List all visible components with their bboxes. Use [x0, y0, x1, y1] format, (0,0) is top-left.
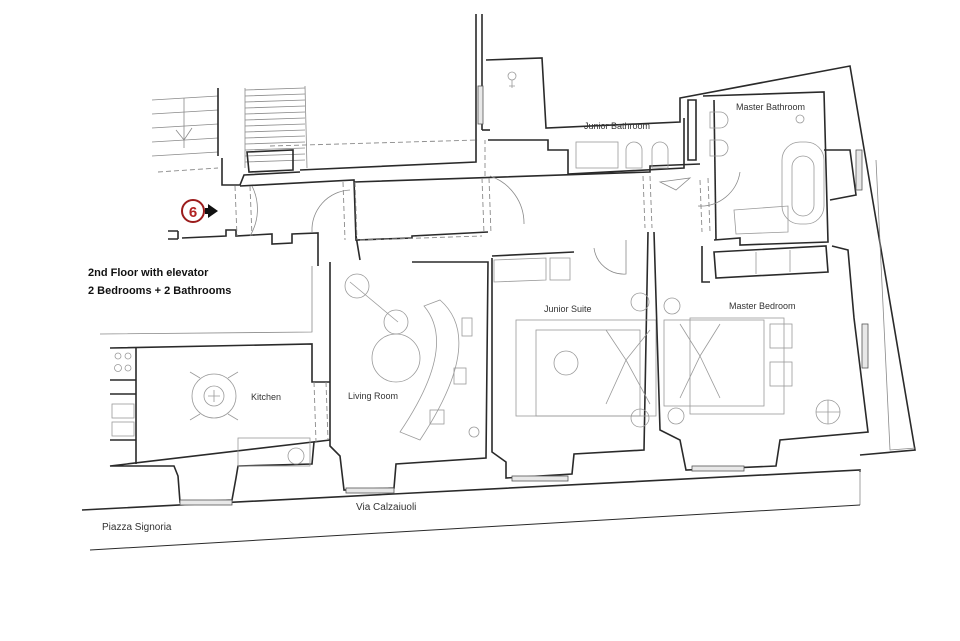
street-lines [81, 469, 861, 551]
room-label-junior-suite: Junior Suite [544, 304, 592, 314]
window [691, 465, 745, 472]
window [511, 475, 569, 482]
room-label-junior-bathroom: Junior Bathroom [584, 121, 651, 131]
living-room-room [329, 261, 489, 494]
room-label-kitchen: Kitchen [251, 392, 282, 402]
plan-title-line2: 2 Bedrooms + 2 Bathrooms [88, 285, 232, 297]
bathrooms [477, 71, 863, 246]
room-label-living-room: Living Room [348, 391, 399, 401]
corridor [234, 140, 701, 261]
exterior-walls [168, 14, 916, 456]
entrance-arrow-icon [208, 204, 218, 218]
junior-suite-room [491, 231, 657, 479]
entrance-arrow-icon [205, 208, 210, 214]
stairs [151, 85, 479, 173]
entrance-number-badge: 6 [181, 199, 205, 223]
street-label-piazza-signoria: Piazza Signoria [102, 522, 172, 533]
plan-title: 2nd Floor with elevator 2 Bedrooms + 2 B… [88, 264, 231, 300]
room-label-master-bedroom: Master Bedroom [729, 301, 796, 311]
exterior-boundary [875, 159, 917, 451]
plan-title-line1: 2nd Floor with elevator [88, 267, 209, 279]
master-bedroom-room [653, 231, 869, 471]
room-label-master-bathroom: Master Bathroom [736, 102, 806, 112]
street-label-via-calzaiuoli: Via Calzaiuoli [356, 502, 417, 513]
kitchen-room [99, 266, 331, 506]
